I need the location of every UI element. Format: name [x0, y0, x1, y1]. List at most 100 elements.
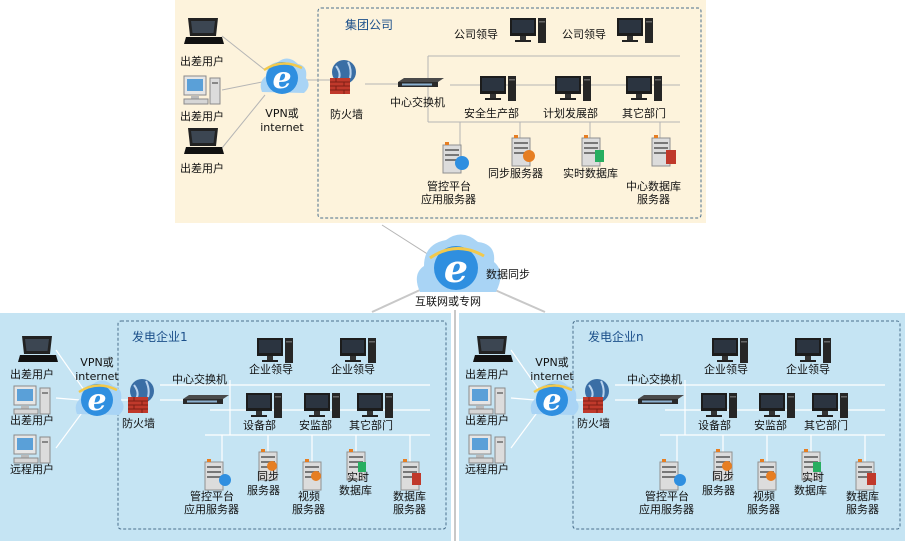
hq-dept-1-label: 安全生产部 [464, 106, 519, 120]
internet-label: 互联网或专网 [415, 294, 481, 308]
plant1-user-2-label: 出差用户 [10, 413, 54, 427]
plant1-db-label-2: 服务器 [393, 503, 426, 516]
plantn-user-3-label: 远程用户 [465, 462, 509, 476]
hq-vpn-label-2: internet [260, 121, 304, 134]
plant1-switch-label: 中心交换机 [172, 372, 227, 386]
plantn-firewall-label: 防火墙 [577, 416, 610, 430]
network-switch-icon [398, 78, 444, 87]
plantn-sync-label-2: 服务器 [702, 484, 735, 497]
plantn-video-label-2: 服务器 [747, 503, 780, 516]
globe-icon [455, 156, 469, 170]
plantn-dept-2-label: 安监部 [754, 418, 787, 432]
video-badge-icon [311, 471, 321, 481]
plant1-user-3-label: 远程用户 [10, 462, 54, 476]
plant1-user-1-label: 出差用户 [10, 367, 54, 381]
internet-explorer-icon [434, 246, 478, 290]
plant1-platform-label-2: 应用服务器 [184, 502, 239, 516]
desktop-icon [183, 75, 221, 105]
hq-center-db-label-1: 中心数据库 [626, 179, 681, 193]
plantn-platform-label-2: 应用服务器 [639, 502, 694, 516]
desktop-icon [468, 385, 506, 415]
plant1-dept-3-label: 其它部门 [349, 418, 393, 432]
plantn-leader-1-label: 企业领导 [704, 362, 748, 376]
hq-user-3-label: 出差用户 [180, 161, 224, 175]
database-icon [666, 150, 676, 164]
video-badge-icon [766, 471, 776, 481]
hq-realtime-label: 实时数据库 [563, 166, 618, 180]
plantn-vpn-label-2: internet [530, 370, 574, 383]
plant1-video-label-1: 视频 [298, 489, 320, 503]
internet-links [371, 289, 546, 541]
plantn-user-2-label: 出差用户 [465, 413, 509, 427]
realtime-db-icon [595, 150, 604, 162]
plant1-leader-2-label: 企业领导 [331, 362, 375, 376]
plant1-firewall-label: 防火墙 [122, 416, 155, 430]
sync-badge-icon [267, 461, 277, 471]
server-icon [204, 458, 224, 491]
plant1-links [55, 349, 430, 462]
plant1-video-label-2: 服务器 [292, 503, 325, 516]
desktop-icon [13, 434, 51, 464]
plantn-sync-label-1: 同步 [712, 470, 734, 483]
plantn-dashed-frame [572, 320, 901, 530]
plantn-switch-label: 中心交换机 [627, 372, 682, 386]
internet-explorer-ring [429, 247, 485, 260]
plant1-db-label-1: 数据库 [393, 489, 426, 503]
plantn-vpn-label-1: VPN或 [535, 356, 568, 369]
hq-dept-3-label: 其它部门 [622, 106, 666, 120]
sync-badge-icon [722, 461, 732, 471]
desktop-icon [468, 434, 506, 464]
globe-icon [219, 474, 231, 486]
plant1-realtime-label-2: 数据库 [339, 483, 372, 497]
plant1-sync-label-2: 服务器 [247, 484, 280, 497]
hq-platform-label-2: 应用服务器 [421, 192, 476, 206]
plant1-leader-1-label: 企业领导 [249, 362, 293, 376]
hq-leader-1-label: 公司领导 [454, 28, 498, 41]
plantn-video-label-1: 视频 [753, 489, 775, 503]
plant1-dept-2-label: 安监部 [299, 418, 332, 432]
globe-icon [674, 474, 686, 486]
hq-platform-label-1: 管控平台 [427, 179, 471, 193]
plant1-platform-label-1: 管控平台 [190, 489, 234, 503]
hq-firewall-label: 防火墙 [330, 107, 363, 121]
plant1-dept-1-label: 设备部 [243, 418, 276, 432]
data-sync-label: 数据同步 [486, 267, 530, 281]
plant1-sync-label-1: 同步 [257, 470, 279, 483]
hq-panel-background [175, 0, 706, 223]
hq-user-1-label: 出差用户 [180, 54, 224, 68]
plant1-vpn-label-2: internet [75, 370, 119, 383]
plantn-platform-label-1: 管控平台 [645, 489, 689, 503]
hq-center-db-label-2: 服务器 [637, 193, 670, 206]
plant1-dashed-frame [117, 320, 447, 530]
plant1-title: 发电企业1 [132, 329, 188, 344]
hq-title: 集团公司 [345, 17, 393, 32]
plantn-realtime-label-1: 实时 [802, 470, 824, 484]
plantn-title: 发电企业n [588, 329, 644, 344]
plantn-dept-1-label: 设备部 [698, 418, 731, 432]
plant1-vpn-label-1: VPN或 [80, 356, 113, 369]
plantn-leader-2-label: 企业领导 [786, 362, 830, 376]
hq-switch-label: 中心交换机 [390, 95, 445, 109]
plantn-realtime-label-2: 数据库 [794, 483, 827, 497]
realtime-db-icon [813, 462, 821, 472]
internet-explorer-glyph: e [444, 246, 468, 291]
plantn-db-label-1: 数据库 [846, 489, 879, 503]
database-icon [867, 473, 876, 485]
plant1-realtime-label-1: 实时 [347, 470, 369, 484]
hq-vpn-label-1: VPN或 [265, 107, 298, 120]
database-icon [412, 473, 421, 485]
plantn-db-label-2: 服务器 [846, 503, 879, 516]
hq-leader-2-label: 公司领导 [562, 28, 606, 41]
server-icon [659, 458, 679, 491]
hq-sync-label: 同步服务器 [488, 167, 543, 180]
hq-dept-2-label: 计划发展部 [543, 106, 598, 120]
desktop-icon [13, 385, 51, 415]
realtime-db-icon [358, 462, 366, 472]
plantn-user-1-label: 出差用户 [465, 367, 509, 381]
network-switch-icon [183, 395, 229, 404]
network-switch-icon [638, 395, 684, 404]
plantn-dept-3-label: 其它部门 [804, 418, 848, 432]
sync-badge-icon [523, 150, 535, 162]
hq-user-2-label: 出差用户 [180, 109, 224, 123]
